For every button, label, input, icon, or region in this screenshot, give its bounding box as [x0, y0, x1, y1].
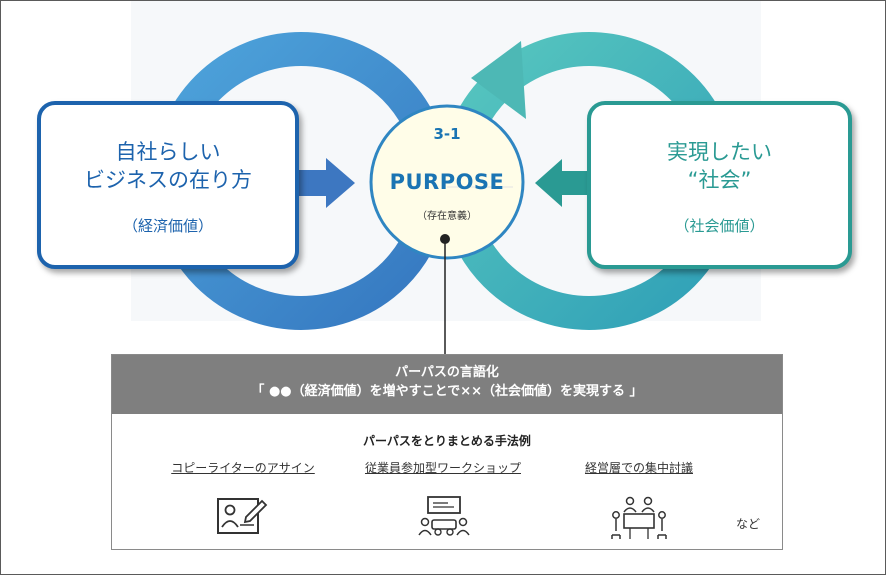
- panel-header-title: パーパスの言語化: [395, 365, 499, 380]
- writing-icon: [217, 498, 268, 534]
- meeting-icon: [611, 496, 667, 539]
- left-arrow-icon: [294, 158, 355, 208]
- right-box-line1: 実現したい: [667, 140, 772, 164]
- method-label-executive-discussion: 経営層での集中討議: [584, 461, 693, 475]
- right-arrow-icon: [535, 159, 592, 207]
- purpose-verbalization-panel: パーパスの言語化 「 ●●（経済価値）を増やすことで××（社会価値）を実現する …: [111, 354, 783, 550]
- social-value-box: 実現したい “社会” （社会価値）: [587, 101, 852, 269]
- purpose-subtitle: （存在意義）: [417, 211, 477, 222]
- panel-header-statement: 「 ●●（経済価値）を増やすことで××（社会価値）を実現する 」: [251, 384, 643, 399]
- purpose-title: PURPOSE: [389, 170, 505, 194]
- method-label-copywriter: コピーライターのアサイン: [171, 461, 315, 475]
- methods-title: パーパスをとりまとめる手法例: [363, 434, 531, 448]
- workshop-icon: [418, 496, 470, 536]
- right-box-sub: （社会価値）: [674, 217, 765, 235]
- purpose-number: 3-1: [433, 125, 461, 143]
- left-box-line1: 自社らしい: [115, 140, 221, 164]
- right-ring-arrowhead: [471, 41, 526, 119]
- left-box-line2: ビジネスの在り方: [84, 168, 252, 192]
- etc-label: など: [736, 517, 761, 531]
- right-box-line2: “社会”: [687, 168, 752, 192]
- panel-header: パーパスの言語化 「 ●●（経済価値）を増やすことで××（社会価値）を実現する …: [112, 355, 782, 414]
- method-label-workshop: 従業員参加型ワークショップ: [364, 461, 521, 475]
- left-box-sub: （経済価値）: [122, 217, 213, 235]
- economic-value-box: 自社らしい ビジネスの在り方 （経済価値）: [37, 101, 299, 269]
- purpose-circle: [369, 104, 525, 260]
